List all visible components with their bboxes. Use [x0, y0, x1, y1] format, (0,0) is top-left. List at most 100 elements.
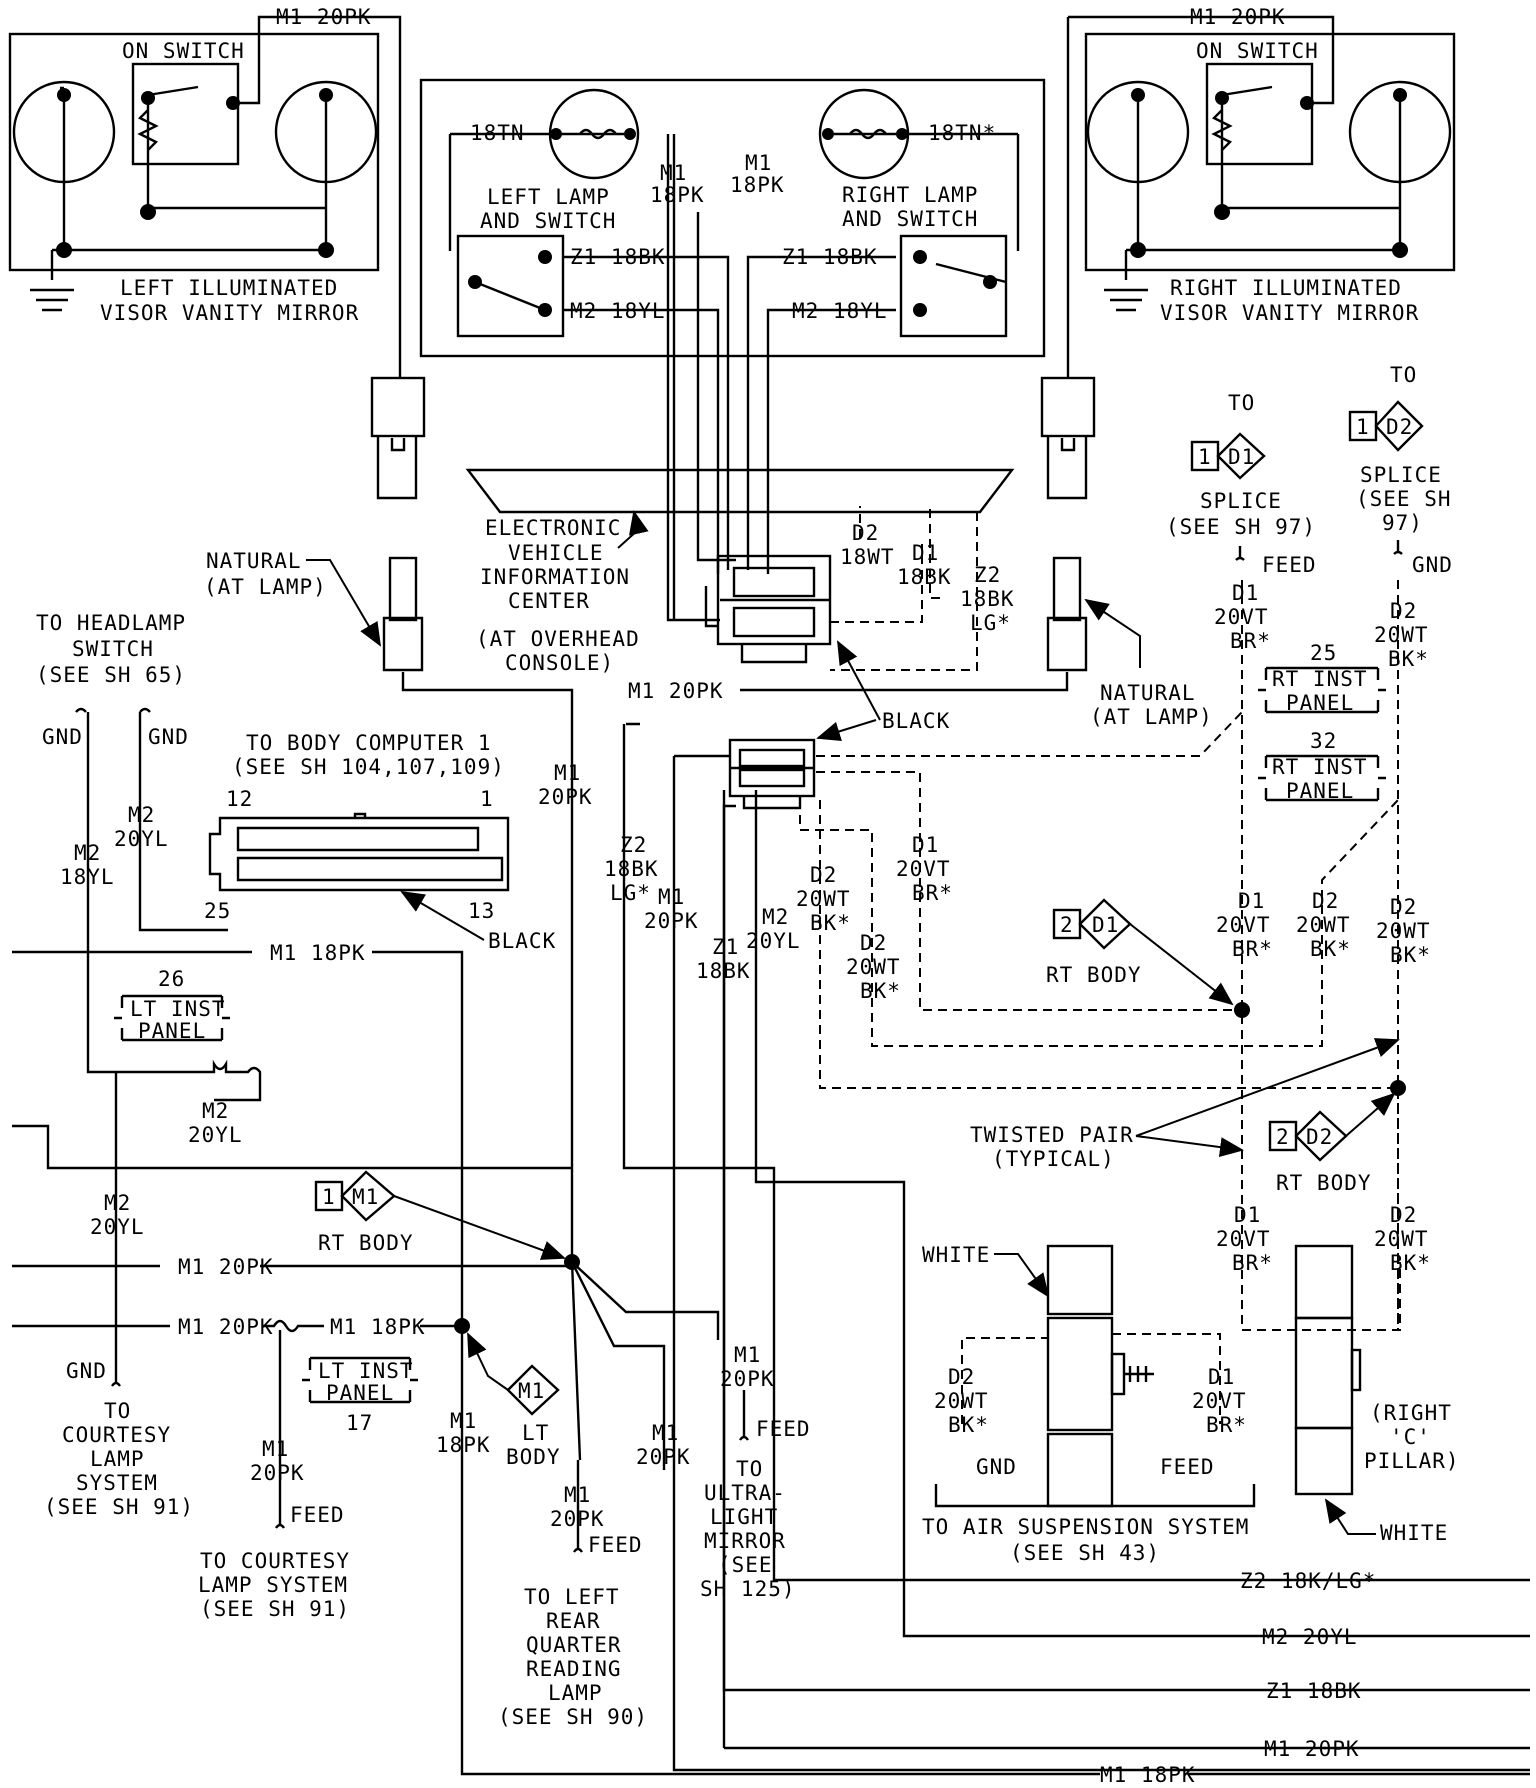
m2-18yl-b: 18YL [60, 865, 115, 889]
center-bundle [570, 722, 1530, 1772]
twisted-l1: TWISTED PAIR [970, 1123, 1134, 1147]
rt-body-d2-id: D2 [1306, 1125, 1333, 1149]
air-l1: TO AIR SUSPENSION SYSTEM [922, 1515, 1249, 1539]
right-c-pillar: (RIGHT 'C' PILLAR) WHITE [1294, 1244, 1460, 1545]
m1-20pk-mid: M1 20PK [178, 1255, 274, 1279]
rt-body-d1-label: RT BODY [1046, 963, 1142, 987]
d2-upper-c: BK* [1388, 647, 1429, 671]
natural-left-l1: NATURAL [206, 549, 302, 573]
splice-d1-pin: 1 [1198, 445, 1212, 469]
gnd-courtesy-l2: COURTESY [62, 1423, 171, 1447]
d1-r-c: BR* [1232, 937, 1273, 961]
ultralight-l3: LIGHT [710, 1505, 778, 1529]
left-lamp-title1: LEFT LAMP [487, 185, 610, 209]
d1-upper-a: D1 [1232, 581, 1259, 605]
left-rear-l5: LAMP [548, 1681, 603, 1705]
headlamp-gnd1: GND [42, 725, 83, 749]
lt-body-m1-l2: BODY [506, 1445, 561, 1469]
left-lamp-title2: AND SWITCH [480, 209, 616, 233]
z2-18bk-c: LG* [610, 881, 651, 905]
rt-body-m1-label: RT BODY [318, 1231, 414, 1255]
evic-d1g: 18BK [897, 565, 952, 589]
overhead-lamps: 18TN 18TN* M1 18PK M1 18PK LEFT LAMP AND… [419, 78, 1046, 622]
lt-inst-17-l1: LT INST [318, 1359, 414, 1383]
body-computer-p1: 1 [480, 787, 494, 811]
gnd-courtesy: GND TO COURTESY LAMP SYSTEM (SEE SH 91) [44, 1359, 194, 1519]
left-rear-l2: REAR [546, 1609, 601, 1633]
m1-right-gauge: 18PK [730, 173, 785, 197]
evic: ELECTRONIC VEHICLE INFORMATION CENTER (A… [465, 468, 1015, 675]
lt-body-m1-l1: LT [522, 1421, 549, 1445]
evic-z2g: 18BK [960, 587, 1015, 611]
rt-body-d1-pin: 2 [1060, 913, 1074, 937]
d2-low-b: 20WT [1374, 1227, 1429, 1251]
left-rear-l4: READING [526, 1657, 622, 1681]
right-18tn: 18TN* [928, 121, 996, 145]
d2-mid2-a: D2 [860, 931, 887, 955]
courtesy-feed: M1 20PK FEED TO COURTESY LAMP SYSTEM (SE… [198, 1330, 350, 1621]
pillar-l3: PILLAR) [1364, 1449, 1460, 1473]
output-wires: Z2 18K/LG* M2 20YL Z1 18BK M1 20PK M1 18… [1100, 1569, 1376, 1787]
right-mirror-title2: VISOR VANITY MIRROR [1160, 301, 1419, 325]
m1-20pk-splice: M1 20PK [178, 1315, 274, 1339]
m1-20pk-top-label: M1 20PK [628, 679, 724, 703]
m1-20pk-vert-a: M1 [554, 761, 581, 785]
air-l2: (SEE SH 43) [1010, 1541, 1160, 1565]
gnd-courtesy-l5: (SEE SH 91) [44, 1495, 194, 1519]
splice-d2-pin: 1 [1356, 415, 1370, 439]
courtesy2-l3: (SEE SH 91) [200, 1597, 350, 1621]
ultralight-l2: ULTRA- [704, 1481, 786, 1505]
evic-l4: CENTER [508, 589, 590, 613]
m1-20pk-feed1-b: 20PK [250, 1461, 305, 1485]
lt-body-m1: M1 LT BODY [467, 1332, 561, 1469]
m1-20pk-c-a: M1 [658, 885, 685, 909]
ultralight-l4: MIRROR [704, 1529, 786, 1553]
rt-inst-25-l2: PANEL [1286, 691, 1354, 715]
m1-20pk-e-a: M1 [652, 1421, 679, 1445]
evic-d1: D1 [912, 541, 939, 565]
m2-20yl-a-b: 20YL [114, 827, 169, 851]
m1-20pk-feed1-a: M1 [262, 1437, 289, 1461]
rt-body-d1: 2 D1 RT BODY [1046, 898, 1234, 1006]
rt-inst-25-num: 25 [1310, 641, 1337, 665]
z2-18bk-b: 18BK [604, 857, 659, 881]
lt-inst-26-num: 26 [158, 967, 185, 991]
d1-mid-a: D1 [912, 833, 939, 857]
ultralight-feed: M1 20PK FEED TO ULTRA- LIGHT MIRROR (SEE… [700, 1343, 810, 1601]
m2-20yl-a-a: M2 [128, 803, 155, 827]
rt-body-m1-pin: 1 [322, 1185, 336, 1209]
d1-low-a: D1 [1234, 1203, 1261, 1227]
left-rear-feed: M1 20PK FEED TO LEFT REAR QUARTER READIN… [498, 1460, 648, 1729]
natural-connector-right: NATURAL (AT LAMP) [740, 556, 1212, 729]
body-computer-l2: (SEE SH 104,107,109) [232, 755, 505, 779]
air-gnd: GND [976, 1455, 1017, 1479]
gnd-courtesy-l4: SYSTEM [76, 1471, 158, 1495]
d1-low-c: BR* [1232, 1251, 1273, 1275]
z1-18bk-b: 18BK [696, 959, 751, 983]
twisted-pair: TWISTED PAIR (TYPICAL) [970, 1038, 1400, 1171]
m2-20yl-b-b: 20YL [188, 1123, 243, 1147]
right-mirror-title1: RIGHT ILLUMINATED [1170, 276, 1402, 300]
z1-18bk-a: Z1 [712, 935, 739, 959]
left-rear-l3: QUARTER [526, 1633, 622, 1657]
evic-l1: ELECTRONIC [485, 516, 621, 540]
m1-20pk-c-b: 20PK [644, 909, 699, 933]
splice-d2-gnd: GND [1412, 553, 1453, 577]
d2-low-c: BK* [1390, 1251, 1431, 1275]
m1-20pk-e-b: 20PK [636, 1445, 691, 1469]
lt-inst-panel-26: 26 LT INST PANEL [114, 967, 230, 1043]
d1-r-a: D1 [1238, 889, 1265, 913]
twisted-l2: (TYPICAL) [992, 1147, 1115, 1171]
d2-upper-b: 20WT [1374, 623, 1429, 647]
headlamp-gnd2: GND [148, 725, 189, 749]
d2-r1-b: 20WT [1296, 913, 1351, 937]
ultralight-l6: SH 125) [700, 1577, 796, 1601]
lt-inst-26-l1: LT INST [130, 997, 226, 1021]
left-wiring [12, 950, 1530, 1776]
out-z2: Z2 18K/LG* [1240, 1569, 1376, 1593]
headlamp-l1: TO HEADLAMP [36, 611, 186, 635]
natural-right-l1: NATURAL [1100, 681, 1196, 705]
left-rear-l6: (SEE SH 90) [498, 1705, 648, 1729]
lt-inst-17-l2: PANEL [326, 1381, 394, 1405]
